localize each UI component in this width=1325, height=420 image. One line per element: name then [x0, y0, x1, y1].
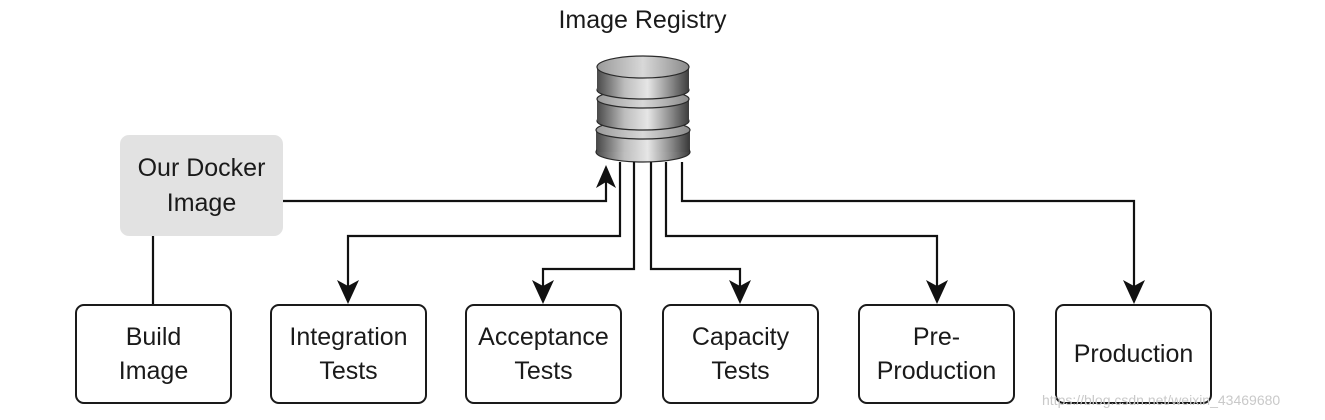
- stage-label: Acceptance Tests: [478, 323, 609, 385]
- stage-capacity-tests: Capacity Tests: [662, 304, 819, 404]
- arrow-registry-to-acceptance-tests: [541, 162, 636, 288]
- stage-label: Build Image: [118, 323, 189, 385]
- arrow-registry-to-capacity-tests: [649, 162, 742, 288]
- docker-image-label: Our Docker Image: [137, 153, 266, 217]
- stage-label: Integration Tests: [289, 323, 408, 385]
- arrow-registry-to-pre-production: [664, 162, 939, 288]
- stage-pre-production: Pre- Production: [858, 304, 1015, 404]
- arrow-registry-to-production: [680, 162, 1136, 288]
- arrowhead-up-registry: [596, 165, 616, 188]
- registry-label: Image Registry: [558, 6, 727, 34]
- stage-production: Production: [1055, 304, 1212, 404]
- arrowhead-production: [1123, 280, 1145, 304]
- stage-label: Pre- Production: [876, 323, 997, 385]
- arrowhead-integration-tests: [337, 280, 359, 304]
- database-disk-top: [596, 55, 690, 100]
- docker-image-box: Our Docker Image: [120, 135, 283, 236]
- arrowhead-acceptance-tests: [532, 280, 554, 304]
- stage-build-image: Build Image: [75, 304, 232, 404]
- stage-acceptance-tests: Acceptance Tests: [465, 304, 622, 404]
- arrow-docker-image-to-registry: [283, 180, 608, 203]
- stage-label: Capacity Tests: [691, 323, 790, 385]
- stage-label: Production: [1073, 340, 1194, 368]
- arrowhead-pre-production: [926, 280, 948, 304]
- watermark-text: https://blog.csdn.net/weixin_43469680: [1042, 392, 1281, 408]
- arrowhead-capacity-tests: [729, 280, 751, 304]
- arrow-registry-to-integration-tests: [346, 162, 622, 288]
- database-icon: [595, 55, 691, 163]
- stage-integration-tests: Integration Tests: [270, 304, 427, 404]
